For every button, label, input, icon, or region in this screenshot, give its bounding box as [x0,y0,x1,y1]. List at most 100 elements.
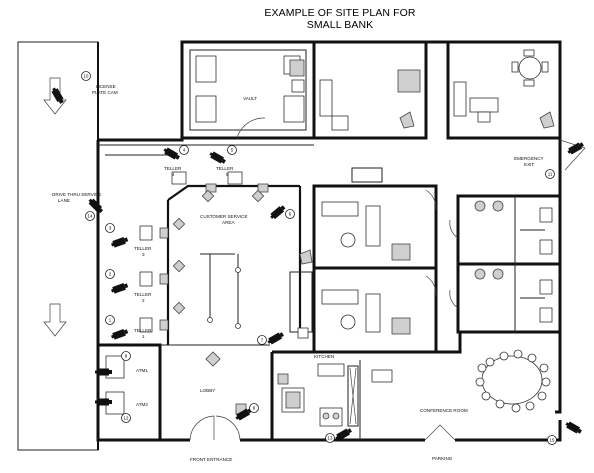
emergency-exit-label-2: EXIT [524,162,534,167]
camera-number: 14 [88,214,93,219]
kitchen: KITCHEN [277,354,359,427]
camera-number: 10 [84,74,89,79]
teller-1-label: TELLER [134,328,152,333]
camera-number: 9 [253,406,256,411]
camera-number-badge [547,435,557,445]
camera-number-badge [545,169,555,179]
camera-number: 15 [550,438,555,443]
camera-number: 8 [125,354,128,359]
teller-2-number: 2 [142,298,145,303]
parking-label: PARKING [432,456,453,461]
camera-2: 2 [105,269,129,294]
camera-3: 3 [105,223,129,248]
camera-number: 7 [261,338,264,343]
security-camera-icon [111,329,129,340]
security-camera-icon [163,147,180,160]
drive-thru-label-2: LANE [58,198,70,203]
office-center-lower [297,289,411,339]
license-cam-label-1: LICENSE [96,84,116,89]
office-top-left [319,69,421,131]
camera-number-badge [179,145,189,155]
camera-number-badge [81,71,91,81]
conference-room-label: CONFERENCE ROOM [420,408,468,413]
camera-number: 1 [109,318,112,323]
camera-12: 12 [95,398,131,423]
camera-number: 11 [548,172,553,177]
security-camera-icon [209,151,226,164]
teller-2-label: TELLER [134,292,152,297]
vault-label: VAULT [243,96,257,101]
camera-number: 4 [183,148,186,153]
camera-number: 12 [124,416,129,421]
camera-9: 9 [235,403,259,421]
security-camera-icon [95,368,112,376]
camera-11: 11 [545,142,584,179]
arrow-down-icon [43,77,67,115]
camera-number-badge [105,223,115,233]
camera-number: 2 [109,272,112,277]
camera-number-badge [285,209,295,219]
camera-13: 13 [325,428,352,443]
customer-service-label-1: CUSTOMER SERVICE [200,214,248,219]
security-camera-icon [567,142,584,155]
drive-thru-lane: DRIVE THRU SERVICE LANE LICENSE PLATE CA… [17,41,118,451]
security-camera-icon [267,332,284,345]
camera-number-badge [85,211,95,221]
license-cam-label-2: PLATE CAM [92,90,118,95]
camera-6: 6 [270,205,295,220]
security-camera-icon [95,398,112,406]
teller-stations: TELLER 3 TELLER 2 TELLER 1 TELLER 4 TELL… [134,166,269,339]
camera-7: 7 [257,332,284,345]
camera-14: 14 [85,198,104,221]
kitchen-label: KITCHEN [314,354,334,359]
front-entrance-label: FRONT ENTRANCE [190,457,232,462]
teller-3-number: 3 [142,252,145,257]
camera-number-badge [249,403,259,413]
security-camera-icon [111,237,129,248]
camera-number-badge [121,351,131,361]
teller-4-number: 4 [172,172,175,177]
title-line-2: SMALL BANK [307,19,374,31]
camera-10: 10 [51,71,91,104]
emergency-exit-label-1: EMERGENCY [514,156,544,161]
camera-15: 15 [547,421,582,445]
teller-5-label: TELLER [216,166,234,171]
office-center-upper [299,201,411,265]
camera-number: 13 [328,436,333,441]
camera-number-badge [105,269,115,279]
security-camera-icon [270,205,286,220]
camera-number: 3 [109,226,112,231]
vault-room: VAULT [195,55,305,123]
camera-1: 1 [105,315,129,340]
camera-number: 6 [289,212,292,217]
security-camera-icon [111,283,129,294]
building-walls [96,40,586,442]
office-top-right [453,49,555,129]
title-line-1: EXAMPLE OF SITE PLAN FOR [264,7,416,19]
atm2-label: ATM2 [136,402,148,407]
arrow-down-icon [43,303,67,337]
lobby: LOBBY FRONT ENTRANCE PARKING [190,351,453,462]
restrooms [474,200,553,323]
camera-number-badge [105,315,115,325]
camera-5: 5 [209,145,237,164]
teller-1-number: 1 [142,334,145,339]
drive-thru-label-1: DRIVE THRU SERVICE [52,192,101,197]
camera-4: 4 [163,145,189,160]
lobby-label: LOBBY [200,388,215,393]
camera-number-badge [121,413,131,423]
camera-number-badge [325,433,335,443]
camera-number: 5 [231,148,234,153]
conference-room: CONFERENCE ROOM [371,349,551,413]
customer-service-label-2: AREA [222,220,235,225]
customer-service-area: CUSTOMER SERVICE AREA [172,189,265,329]
teller-4-label: TELLER [164,166,182,171]
teller-5-number: 5 [226,172,229,177]
camera-8: 8 [95,351,131,376]
atm-area: ATM1 ATM2 [105,355,148,415]
security-camera-icon [335,428,352,441]
security-camera-icon [565,421,582,434]
